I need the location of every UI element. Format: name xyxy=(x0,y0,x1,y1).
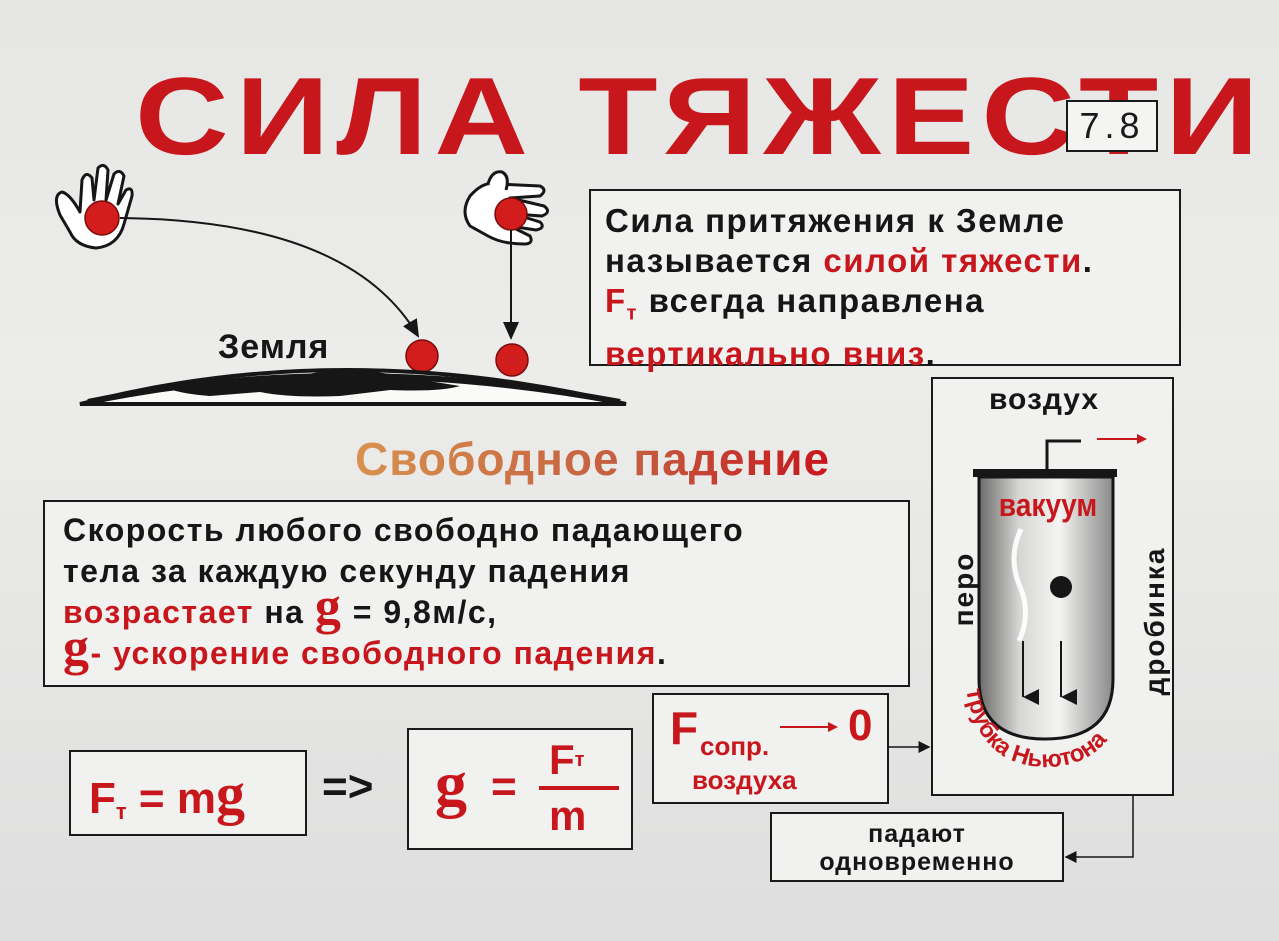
implies-arrow: => xyxy=(322,762,374,811)
earth-surface xyxy=(79,368,627,406)
pellet-label: дробинка xyxy=(1139,546,1170,696)
definition-line-1: Сила притяжения к Земле xyxy=(605,202,1066,239)
fall-together-line-1: падают xyxy=(868,820,966,848)
landed-ball-1 xyxy=(405,339,439,373)
speed-rule-box: Скорость любого свободно падающего тела … xyxy=(43,500,910,687)
speed-line-2: тела за каждую секунду падения xyxy=(63,553,631,589)
free-fall-heading: Свободное падение xyxy=(355,433,831,485)
fraction-bar xyxy=(539,786,619,790)
earth-label: Земля xyxy=(218,328,330,366)
definition-line-2: называется силой тяжести. xyxy=(605,242,1094,279)
definition-line-4: вертикально вниз. xyxy=(605,334,937,372)
definition-line-3: Fт всегда направлена xyxy=(605,282,986,325)
speed-line-3: возрастает на g = 9,8м/с, xyxy=(63,578,498,635)
formula-acceleration: g = Fт m xyxy=(407,728,633,850)
page-title: СИЛА ТЯЖЕСТИ xyxy=(135,55,1266,178)
speed-line-1: Скорость любого свободно падающего xyxy=(63,512,745,548)
feather-label: перо xyxy=(948,551,979,627)
page-number: 7.8 xyxy=(1066,100,1158,152)
landed-ball-2 xyxy=(495,343,529,377)
formula-weight: Fт = mg xyxy=(69,750,307,836)
tends-to-arrow-icon xyxy=(780,722,838,732)
gravity-illustration xyxy=(55,163,627,406)
air-resistance-box: F сопр. 0 воздуха xyxy=(652,693,889,804)
speed-line-4: g- ускорение свободного падения. xyxy=(63,619,668,676)
fall-together-line-2: одновременно xyxy=(819,848,1015,876)
newton-tube-box: воздух xyxy=(931,377,1174,796)
definition-box: Сила притяжения к Земле называется силой… xyxy=(589,189,1181,372)
fall-together-box: падают одновременно xyxy=(770,812,1064,882)
vacuum-label: вакуум xyxy=(998,487,1098,523)
newton-tube-diagram: трубка Ньютона xyxy=(960,434,1147,773)
thrown-ball-start xyxy=(84,200,120,236)
dropped-ball-start xyxy=(494,197,528,231)
air-label: воздух xyxy=(989,383,1100,416)
